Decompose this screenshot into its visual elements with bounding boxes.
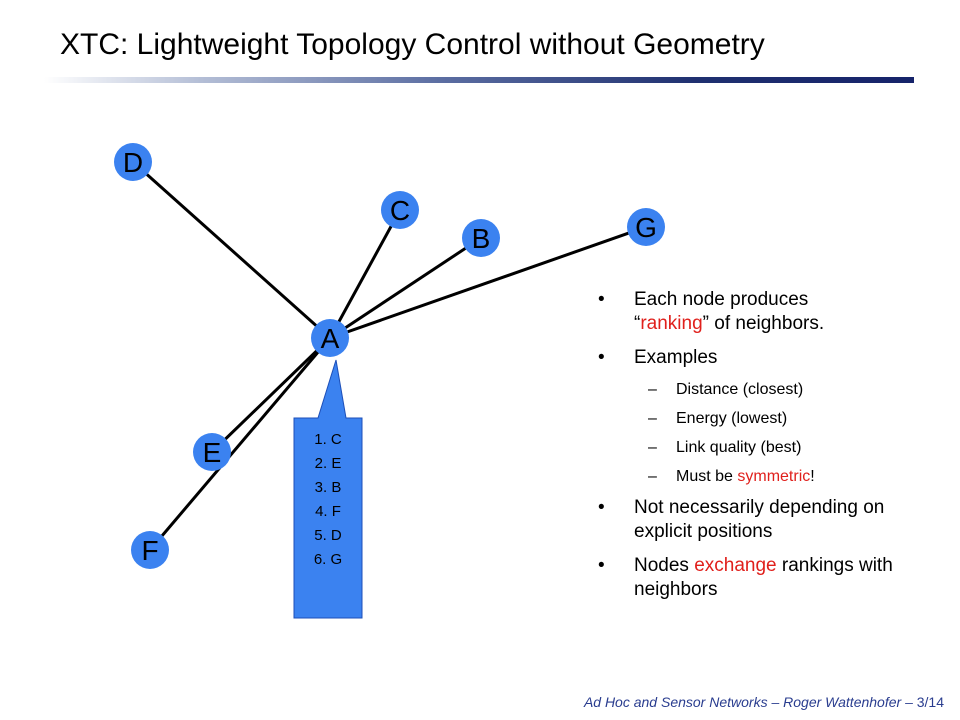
ranking-item: 2. E — [315, 455, 342, 472]
node-label: F — [141, 535, 158, 566]
sub-bullet-energy: Energy (lowest) — [596, 409, 926, 429]
bullet-positions: Not necessarily depending on explicit po… — [596, 496, 926, 544]
sub-bullet-symmetric-pre: Must be — [676, 468, 738, 485]
sub-bullet-symmetric: Must be symmetric! — [596, 467, 926, 487]
bullet-ranking-line1: Each node produces — [634, 289, 809, 310]
sub-bullet-link-quality-text: Link quality (best) — [676, 439, 802, 456]
bullet-examples: Examples — [596, 346, 926, 370]
bullet-examples-text: Examples — [634, 347, 718, 368]
node-circle — [462, 219, 500, 257]
bullet-exchange: Nodes exchange rankings with neighbors — [596, 554, 926, 602]
edge-a-c — [328, 209, 402, 339]
sub-bullet-energy-text: Energy (lowest) — [676, 410, 788, 427]
node-circle — [114, 143, 152, 181]
sub-bullet-link-quality: Link quality (best) — [596, 438, 926, 458]
sub-bullet-symmetric-highlight: symmetric — [737, 468, 811, 485]
node-circle — [131, 531, 169, 569]
ranking-item: 5. D — [314, 527, 342, 544]
node-label: A — [321, 323, 340, 354]
edge-a-d — [132, 160, 331, 340]
sub-bullet-symmetric-post: ! — [810, 468, 815, 485]
edge-a-g — [329, 225, 647, 340]
node-g: G — [627, 208, 665, 246]
ranking-item: 1. C — [314, 431, 342, 448]
ranking-item: 4. F — [315, 503, 341, 520]
node-circle — [627, 208, 665, 246]
ranking-item: 6. G — [314, 551, 342, 568]
bullet-ranking: Each node produces “ranking” of neighbor… — [596, 288, 926, 336]
node-d: D — [114, 143, 152, 181]
bullet-list: Each node produces “ranking” of neighbor… — [596, 288, 926, 612]
ranking-callout — [293, 359, 363, 619]
edge-a-b — [329, 236, 482, 340]
node-c: C — [381, 191, 419, 229]
title-underline — [44, 77, 914, 83]
node-circle — [381, 191, 419, 229]
bullet-exchange-pre: Nodes — [634, 555, 695, 576]
node-label: G — [635, 212, 657, 243]
node-circle — [311, 319, 349, 357]
node-label: B — [472, 223, 491, 254]
node-label: D — [123, 147, 143, 178]
node-f: F — [131, 531, 169, 569]
node-b: B — [462, 219, 500, 257]
ranking-item: 3. B — [315, 479, 342, 496]
node-circle — [193, 433, 231, 471]
bullet-ranking-highlight: ranking — [640, 313, 703, 334]
edge-a-f — [148, 337, 332, 551]
slide-title: XTC: Lightweight Topology Control withou… — [60, 28, 765, 61]
bullet-positions-text: Not necessarily depending on explicit po… — [634, 497, 885, 542]
node-a: A — [311, 319, 349, 357]
page-number: 3/14 — [916, 694, 944, 710]
node-e: E — [193, 433, 231, 471]
bullet-ranking-quote: “ — [634, 313, 641, 334]
bullet-exchange-post: rankings with neighbors — [634, 555, 893, 600]
node-label: E — [203, 437, 222, 468]
footer-text: Ad Hoc and Sensor Networks – Roger Watte… — [583, 694, 913, 710]
bullet-exchange-highlight: exchange — [694, 555, 777, 576]
node-label: C — [390, 195, 410, 226]
sub-bullet-distance: Distance (closest) — [596, 380, 926, 400]
edge-a-e — [210, 336, 332, 454]
bullet-ranking-rest: ” of neighbors. — [702, 313, 825, 334]
sub-bullet-distance-text: Distance (closest) — [676, 381, 804, 398]
slide-footer: Ad Hoc and Sensor Networks – Roger Watte… — [584, 694, 944, 710]
